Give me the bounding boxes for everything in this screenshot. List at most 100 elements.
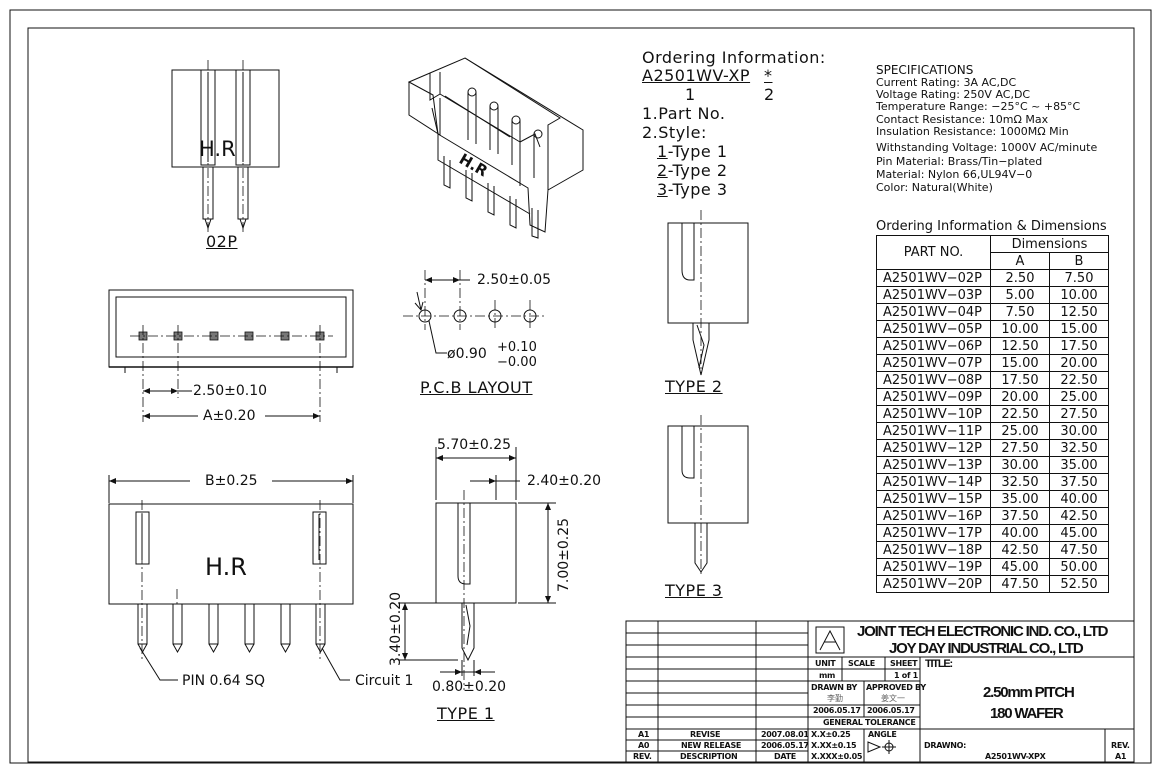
spec-line: Insulation Resistance: 1000MΩ Min: [876, 125, 1069, 138]
ordering-type3-num: 3: [657, 180, 668, 199]
dim-height: 7.00±0.25: [556, 517, 572, 592]
description-header: DESCRIPTION: [680, 752, 738, 761]
part-number-cell: A2501WV−14P: [876, 473, 991, 491]
part-number-cell: A2501WV−03P: [876, 286, 991, 304]
dim-b-cell: 50.00: [1049, 558, 1109, 576]
dim-a-cell: 45.00: [990, 558, 1050, 576]
dim-pin-width: 0.80±0.20: [432, 679, 507, 695]
dim-b-cell: 45.00: [1049, 524, 1109, 542]
spec-line: Contact Resistance: 10mΩ Max: [876, 113, 1049, 126]
tolerance-3: X.XXX±0.05: [811, 752, 863, 761]
rev-row-a1-rev: A1: [638, 730, 650, 739]
company-name-2: JOY DAY INDUSTRIAL CO., LTD: [889, 640, 1084, 657]
col-a-header: A: [990, 252, 1050, 270]
ordering-type1: 1-Type 1: [657, 144, 728, 160]
hr-mark-top: H.R: [199, 137, 236, 161]
rev-row-a0-desc: NEW RELEASE: [681, 741, 742, 750]
drawing-number-header: DRAWNO:: [924, 741, 967, 750]
ordering-type2-num: 2: [657, 161, 668, 180]
dim-b-cell: 17.50: [1049, 337, 1109, 355]
col-part-header: PART NO.: [876, 235, 991, 270]
scale-header: SCALE: [848, 659, 875, 668]
dim-a-cell: 15.00: [990, 354, 1050, 372]
ordering-item1: 1.Part No.: [642, 104, 726, 123]
specs-heading: SPECIFICATIONS: [876, 63, 974, 77]
spec-line: Current Rating: 3A AC,DC: [876, 76, 1017, 89]
part-number-cell: A2501WV−12P: [876, 439, 991, 457]
dim-b-cell: 30.00: [1049, 422, 1109, 440]
drawn-date: 2006.05.17: [813, 706, 861, 715]
company-name-1: JOINT TECH ELECTRONIC IND. CO., LTD: [857, 623, 1108, 640]
dim-a-cell: 17.50: [990, 371, 1050, 389]
rev-row-a1-desc: REVISE: [690, 730, 721, 739]
sheet-header: SHEET: [890, 659, 918, 668]
approved-by-header: APPROVED BY: [866, 683, 926, 692]
dim-b-cell: 42.50: [1049, 507, 1109, 525]
approved-by-name: 姜文一: [881, 694, 905, 703]
pin-note: PIN 0.64 SQ: [182, 673, 266, 689]
dim-b-cell: 10.00: [1049, 286, 1109, 304]
date-header: DATE: [774, 752, 796, 761]
part-number-cell: A2501WV−06P: [876, 337, 991, 355]
part-number-cell: A2501WV−15P: [876, 490, 991, 508]
ordering-type3-label: -Type 3: [667, 180, 728, 199]
part-number-cell: A2501WV−13P: [876, 456, 991, 474]
approved-date: 2006.05.17: [867, 706, 915, 715]
part-number-cell: A2501WV−19P: [876, 558, 991, 576]
dim-a-cell: 37.50: [990, 507, 1050, 525]
dim-depth: 5.70±0.25: [437, 437, 512, 453]
part-number-cell: A2501WV−20P: [876, 575, 991, 593]
part-number-cell: A2501WV−02P: [876, 269, 991, 287]
dim-a-cell: 35.00: [990, 490, 1050, 508]
dim-a-cell: 32.50: [990, 473, 1050, 491]
unit-value: mm: [819, 671, 836, 680]
outer-border: [9, 9, 1152, 764]
spec-line: Color: Natural(White): [876, 181, 993, 194]
ordering-two: 2: [764, 85, 775, 104]
dim-a-cell: 47.50: [990, 575, 1050, 593]
dim-a-cell: 12.50: [990, 337, 1050, 355]
spec-line: Withstanding Voltage: 1000V AC/minute: [876, 141, 1098, 154]
dim-b-cell: 32.50: [1049, 439, 1109, 457]
dim-pcb-pitch: 2.50±0.05: [477, 272, 552, 288]
col-b-header: B: [1049, 252, 1109, 270]
dim-b: B±0.25: [205, 473, 258, 489]
tolerance-1: X.X±0.25: [811, 730, 851, 739]
dims-caption: Ordering Information & Dimensions: [876, 219, 1107, 234]
title-line-2: 180 WAFER: [990, 705, 1064, 722]
dim-b-cell: 47.50: [1049, 541, 1109, 559]
dim-a-cell: 25.00: [990, 422, 1050, 440]
hr-mark-bottom: H.R: [205, 553, 247, 581]
tolerance-2: X.XX±0.15: [811, 741, 857, 750]
label-type3: TYPE 3: [665, 581, 723, 600]
circuit-note: Circuit 1: [355, 673, 414, 689]
dim-hole-minus: −0.00: [497, 355, 537, 370]
hr-mark-3d: H.R: [456, 150, 491, 181]
dim-b-cell: 22.50: [1049, 371, 1109, 389]
label-type2: TYPE 2: [665, 377, 723, 396]
ordering-type3: 3-Type 3: [657, 182, 728, 198]
rev-header: REV.: [633, 752, 652, 761]
dim-b-cell: 52.50: [1049, 575, 1109, 593]
ordering-code: A2501WV-XP: [642, 66, 751, 85]
drawn-by-name: 李勤: [827, 694, 843, 703]
dim-b-cell: 20.00: [1049, 354, 1109, 372]
dim-a-cell: 5.00: [990, 286, 1050, 304]
view-pcb-layout: [403, 270, 545, 354]
tolerance-header: GENERAL TOLERANCE: [823, 718, 916, 727]
ordering-type2: 2-Type 2: [657, 163, 728, 179]
label-type1: TYPE 1: [437, 704, 495, 723]
rev-row-a0-rev: A0: [638, 741, 650, 750]
dim-a-cell: 40.00: [990, 524, 1050, 542]
rev-row-a1-date: 2007.08.01: [761, 730, 809, 739]
